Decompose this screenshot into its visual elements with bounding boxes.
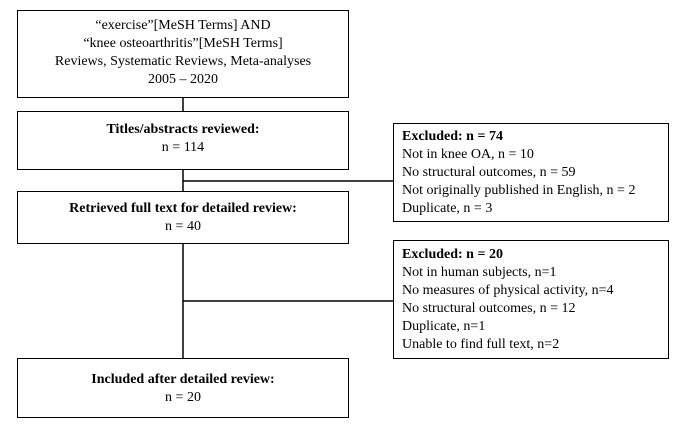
excluded-2-reason: Duplicate, n=1 xyxy=(402,319,486,334)
excluded-box-1: Excluded: n = 74 Not in knee OA, n = 10 … xyxy=(393,123,669,222)
search-line-1: “exercise”[MeSH Terms] AND xyxy=(95,18,271,33)
excluded-2-reason: Unable to find full text, n=2 xyxy=(402,337,560,352)
excluded-2-reason: Not in human subjects, n=1 xyxy=(402,265,557,280)
included-count: n = 20 xyxy=(165,390,201,405)
excluded-2-reason: No structural outcomes, n = 12 xyxy=(402,301,576,316)
excluded-1-reason: Duplicate, n = 3 xyxy=(402,201,493,216)
excluded-1-reason: No structural outcomes, n = 59 xyxy=(402,165,576,180)
excluded-1-title: Excluded: n = 74 xyxy=(402,129,503,144)
excluded-2-reason: No measures of physical activity, n=4 xyxy=(402,283,614,298)
search-line-3: Reviews, Systematic Reviews, Meta-analys… xyxy=(54,54,312,69)
included-box: Included after detailed review: n = 20 xyxy=(17,358,349,418)
full-text-box: Retrieved full text for detailed review:… xyxy=(17,191,349,244)
search-line-4: 2005 – 2020 xyxy=(148,72,218,87)
titles-reviewed-count: n = 114 xyxy=(161,140,205,155)
full-text-count: n = 40 xyxy=(165,219,201,234)
excluded-2-title: Excluded: n = 20 xyxy=(402,247,503,262)
titles-reviewed-title: Titles/abstracts reviewed: xyxy=(106,122,260,137)
search-criteria-box: “exercise”[MeSH Terms] AND “knee osteoar… xyxy=(17,10,349,98)
included-title: Included after detailed review: xyxy=(91,372,275,387)
full-text-title: Retrieved full text for detailed review: xyxy=(69,201,297,216)
titles-reviewed-box: Titles/abstracts reviewed: n = 114 xyxy=(17,111,349,170)
excluded-box-2: Excluded: n = 20 Not in human subjects, … xyxy=(393,240,669,359)
excluded-1-reason: Not in knee OA, n = 10 xyxy=(402,147,534,162)
search-line-2: “knee osteoarthritis”[MeSH Terms] xyxy=(83,36,283,51)
excluded-1-reason: Not originally published in English, n =… xyxy=(402,183,636,198)
